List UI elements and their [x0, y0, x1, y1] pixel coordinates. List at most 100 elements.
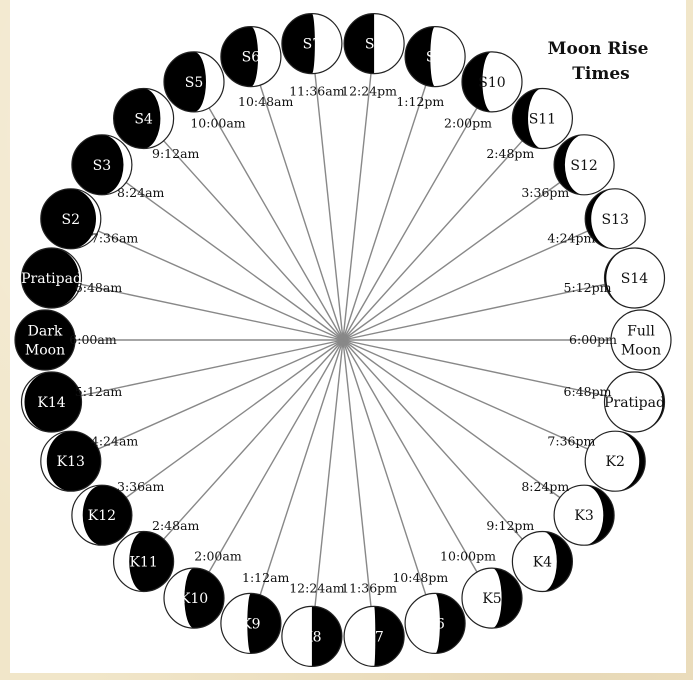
- moon-label: K11: [129, 555, 157, 571]
- moon-outline: [584, 430, 646, 492]
- moon-outline: [603, 247, 666, 309]
- moon-phase: S10: [461, 51, 523, 113]
- moon-outline: [511, 530, 574, 593]
- moon-label: S8: [365, 37, 384, 53]
- moon-lit-part: [604, 372, 663, 432]
- moon-disc: [21, 372, 82, 432]
- moon-phase: K8: [281, 605, 343, 668]
- moon-lit-part: [311, 13, 342, 74]
- moon-label: S11: [529, 112, 556, 128]
- moon-phase: Pratipad: [20, 247, 83, 309]
- rise-time-label: 12:24pm: [341, 83, 397, 98]
- moon-label-line: K14: [37, 395, 65, 411]
- moon-label-line: K12: [88, 508, 116, 524]
- spoke: [314, 73, 344, 341]
- diagram-title: Moon Rise Times: [548, 39, 655, 84]
- moon-outline: [40, 188, 102, 250]
- moon-disc: [15, 310, 75, 370]
- moon-outline: [343, 12, 405, 75]
- moon-phase: S7: [281, 12, 343, 75]
- moon-lit-part: [554, 485, 604, 546]
- moon-phase: S5: [163, 51, 225, 113]
- moon-lit-part: [281, 606, 312, 667]
- rise-time-label: 1:12pm: [396, 94, 444, 109]
- moon-label-line: K6: [425, 616, 444, 632]
- moon-label-line: S9: [426, 50, 445, 66]
- moon-outline: [163, 567, 225, 629]
- moon-outline: [343, 605, 405, 668]
- spoke: [97, 230, 344, 341]
- moon-label: K5: [482, 591, 501, 607]
- spoke: [342, 140, 523, 341]
- moon-label-line: S6: [242, 50, 261, 66]
- rise-time-label: 5:12pm: [564, 280, 612, 295]
- moon-phase: K5: [461, 567, 523, 629]
- moon-lit-part: [482, 51, 522, 112]
- moon-label: S3: [93, 158, 112, 174]
- moon-outline: [553, 484, 615, 546]
- moon-label-line: Pratipad: [21, 271, 82, 287]
- moon-lit-part: [430, 26, 466, 87]
- moon-lit-part: [405, 593, 440, 654]
- rise-time-label: 1:12am: [242, 570, 290, 585]
- moon-label: S13: [601, 212, 628, 228]
- moon-lit-part: [374, 13, 405, 74]
- moon-label: K13: [57, 454, 85, 470]
- moon-lit-part: [70, 188, 101, 249]
- spoke: [342, 339, 606, 397]
- moon-label: S5: [185, 75, 204, 91]
- moon-lit-part: [71, 485, 102, 546]
- rise-time-label: 3:36am: [117, 479, 165, 494]
- moon-label-line: S13: [601, 212, 628, 228]
- moon-lit-part: [194, 51, 225, 112]
- moon-label: K2: [606, 454, 625, 470]
- moon-outline: [603, 371, 666, 433]
- moon-label-line: S4: [134, 112, 153, 128]
- moon-lit-part: [143, 88, 174, 149]
- spoke: [342, 339, 523, 540]
- rise-time-label: 10:00pm: [440, 549, 496, 564]
- rise-time-label: 7:36pm: [547, 434, 595, 449]
- moon-lit-part: [462, 568, 502, 629]
- moon-label: K12: [88, 508, 116, 524]
- spoke: [342, 107, 478, 341]
- moon-lit-part: [606, 248, 665, 308]
- rise-time-label: 10:48am: [238, 94, 293, 109]
- moon-outline: [71, 134, 133, 196]
- moon-lit-part: [40, 431, 71, 492]
- rise-time-label: 10:48pm: [392, 570, 448, 585]
- moon-label-line: Dark: [28, 324, 63, 340]
- spoke: [342, 339, 589, 450]
- moon-phase: Pratipad: [603, 371, 666, 433]
- moon-label-line: K8: [302, 629, 321, 645]
- moon-outline: [461, 567, 523, 629]
- spoke: [342, 230, 589, 341]
- moon-phase: K4: [511, 530, 574, 593]
- spoke: [80, 283, 344, 341]
- moon-phase: K10: [163, 567, 225, 629]
- moon-label: K7: [364, 629, 383, 645]
- rise-time-label: 9:12am: [152, 146, 200, 161]
- moon-outline: [281, 12, 343, 75]
- spoke: [342, 84, 427, 341]
- moon-label-line: Full: [627, 324, 655, 340]
- moon-label-line: K13: [57, 454, 85, 470]
- moon-lit-part: [113, 531, 144, 592]
- moon-outline: [14, 309, 76, 371]
- moon-label-line: K5: [482, 591, 501, 607]
- moon-outline: [404, 25, 466, 88]
- rise-time-label: 6:00pm: [569, 332, 617, 347]
- spoke: [342, 339, 561, 499]
- rise-time-label: 6:00am: [69, 332, 117, 347]
- moon-label-line: K2: [606, 454, 625, 470]
- moon-label-line: K10: [180, 591, 208, 607]
- moon-disc: [71, 134, 132, 195]
- rise-time-label: 8:24am: [117, 185, 165, 200]
- moon-label: K10: [180, 591, 208, 607]
- moon-lit-part: [344, 606, 376, 667]
- moon-label: S7: [303, 37, 322, 53]
- moon-label-line: S10: [478, 75, 505, 91]
